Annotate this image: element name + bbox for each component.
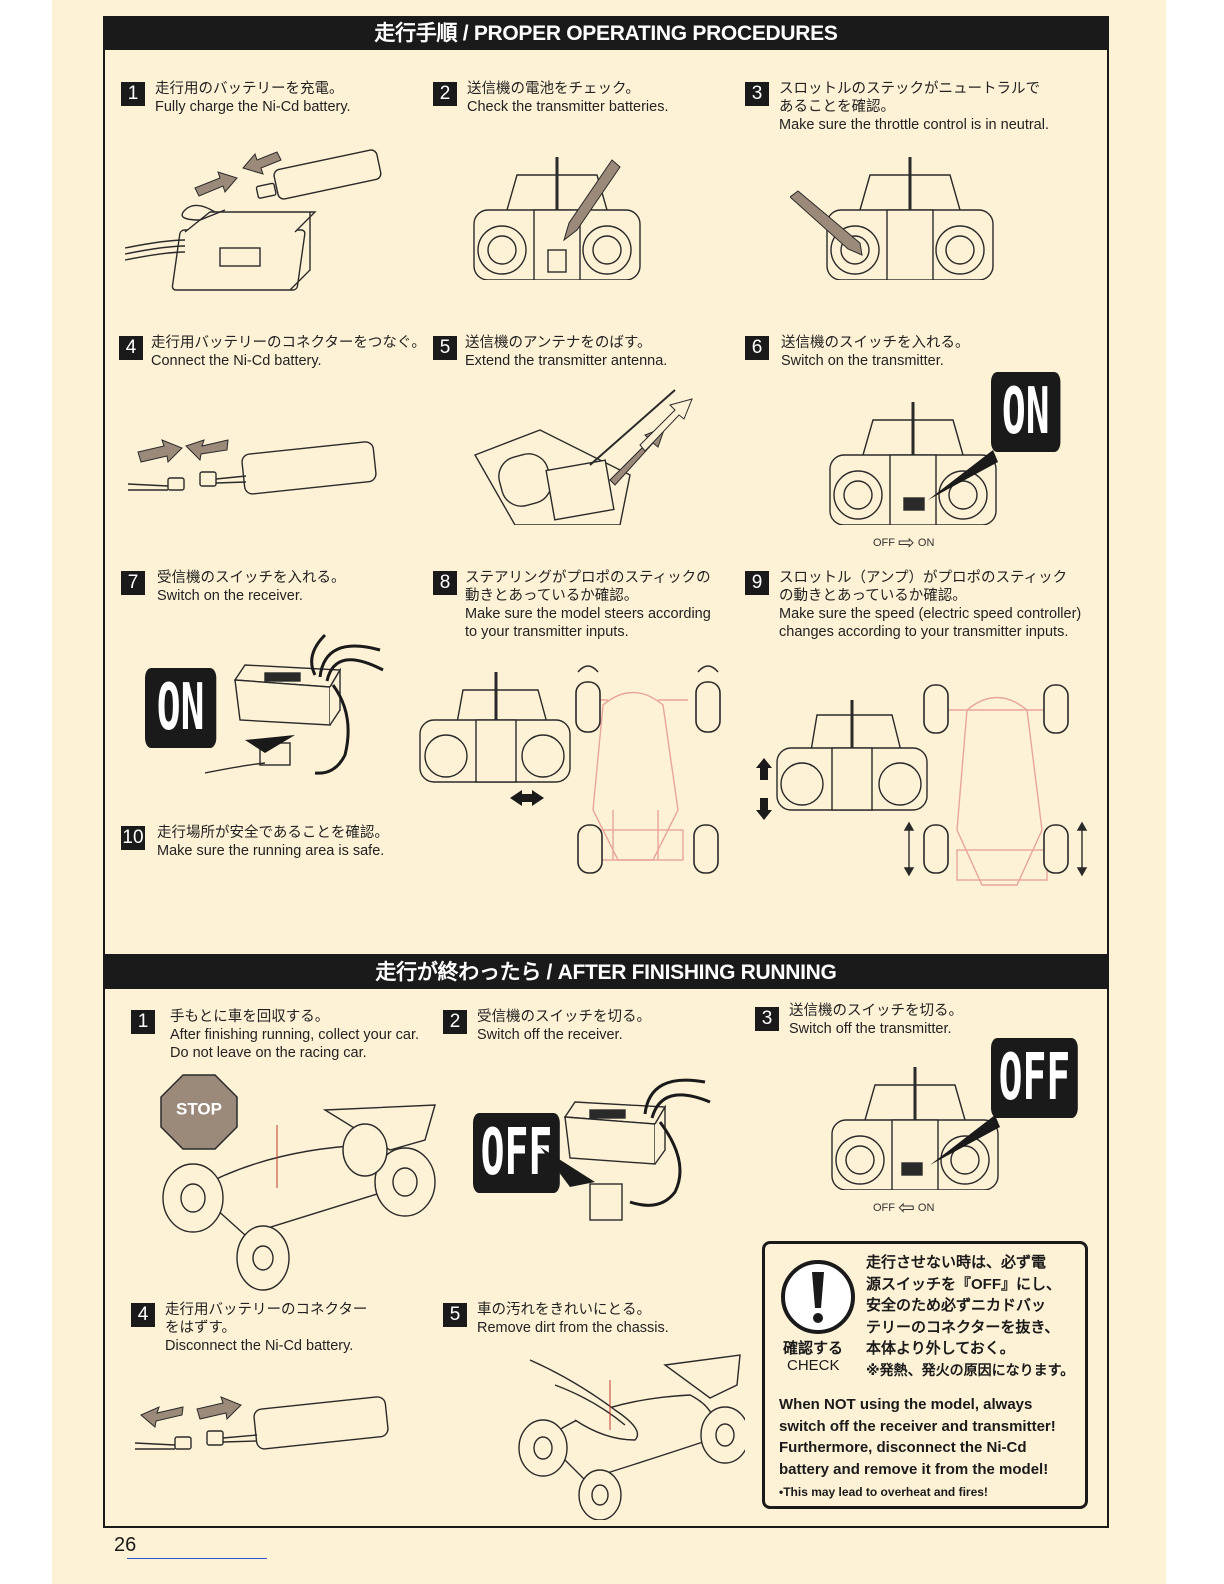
- step-jp: 走行場所が安全であることを確認。: [157, 825, 389, 841]
- collect-car-illustration: STOP: [160, 1074, 436, 1291]
- off-on-switch-indicator: OFF ⇨ ON: [873, 530, 934, 555]
- step-en: Fully charge the Ni-Cd battery.: [155, 99, 351, 115]
- page-number: 26: [114, 1534, 137, 1556]
- notice-jp-line: テリーのコネクターを抜き、: [866, 1318, 1060, 1336]
- step-en: Make sure the throttle control is in neu…: [779, 117, 1049, 133]
- check-jp-label: 確認する: [783, 1340, 844, 1357]
- right-arrow-icon: ⇨: [898, 532, 915, 554]
- step-en: Switch on the transmitter.: [781, 353, 944, 369]
- step-jp: 送信機の電池をチェック。: [467, 81, 640, 97]
- switch-off-label: OFF: [873, 537, 895, 549]
- notice-en-line: battery and remove it from the model!: [779, 1460, 1049, 1478]
- step-jp: 車の汚れをきれいにとる。: [477, 1302, 651, 1318]
- step-en-line1: Make sure the speed (electric speed cont…: [779, 606, 1082, 622]
- notice-jp-text: 走行させない時は、必ず電 源スイッチを『OFF』にし、 安全のため必ずニカドバッ…: [866, 1252, 1074, 1381]
- step-en: Disconnect the Ni-Cd battery.: [165, 1338, 354, 1354]
- step-number: 1: [131, 1010, 155, 1034]
- switch-on-label: ON: [917, 537, 935, 549]
- switch-off-label: OFF: [873, 1202, 895, 1214]
- step-number: 1: [121, 82, 145, 106]
- clean-chassis-illustration: [518, 1354, 745, 1520]
- step-number: 4: [119, 336, 143, 360]
- left-arrow-icon: ⇦: [898, 1197, 915, 1219]
- step-number: 2: [443, 1010, 467, 1034]
- step-number: 5: [433, 336, 457, 360]
- step-number: 2: [433, 82, 457, 106]
- notice-jp-line: 本体より外しておく。: [866, 1340, 1015, 1357]
- off-on-switch-indicator: OFF ⇦ ON: [873, 1195, 934, 1220]
- step-number: 6: [745, 336, 769, 360]
- check-en-label: CHECK: [787, 1357, 840, 1374]
- steering-check-illustration: [419, 665, 721, 874]
- step-jp-line2: 動きとあっているか確認。: [465, 588, 639, 604]
- step-number: 8: [433, 571, 457, 595]
- notice-en-text: When NOT using the model, always switch …: [779, 1394, 1056, 1504]
- step-jp: 走行用のバッテリーを充電。: [155, 81, 344, 97]
- step-jp-line2: あることを確認。: [779, 99, 895, 115]
- switch-on-label: ON: [917, 1202, 935, 1214]
- on-badge: ON: [991, 372, 1061, 452]
- step-jp: 受信機のスイッチを入れる。: [157, 570, 346, 586]
- step-en-line2: Do not leave on the racing car.: [170, 1045, 367, 1061]
- step-en: Switch off the receiver.: [477, 1027, 623, 1043]
- step-jp: 送信機のスイッチを入れる。: [781, 335, 970, 351]
- step-en: Connect the Ni-Cd battery.: [151, 353, 322, 369]
- step-en: Switch on the receiver.: [157, 588, 303, 604]
- notice-jp-line: 安全のため必ずニカドバッ: [866, 1297, 1047, 1314]
- transmitter-off-illustration: [831, 1067, 1000, 1190]
- receiver-off-illustration: [540, 1078, 711, 1221]
- step-en: Remove dirt from the chassis.: [477, 1320, 669, 1336]
- after-running-title: 走行が終わったら / AFTER FINISHING RUNNING: [105, 957, 1107, 989]
- receiver-on-illustration: [205, 633, 384, 775]
- procedures-title: 走行手順 / PROPER OPERATING PROCEDURES: [105, 18, 1107, 50]
- on-badge: ON: [145, 668, 217, 748]
- notice-en-line: When NOT using the model, always: [779, 1396, 1033, 1413]
- antenna-extend-illustration: [473, 389, 693, 525]
- notice-jp-line: 源スイッチを『OFF』にし、: [866, 1275, 1061, 1293]
- step-en: Switch off the transmitter.: [789, 1021, 952, 1037]
- step-jp-line1: 走行用バッテリーのコネクター: [165, 1302, 368, 1318]
- step-number: 3: [745, 82, 769, 106]
- step-jp-line2: の動きとあっているか確認。: [779, 588, 967, 604]
- notice-jp-line: 走行させない時は、必ず電: [866, 1254, 1047, 1271]
- link-underline: [127, 1558, 267, 1559]
- battery-connect-illustration: [128, 439, 377, 495]
- battery-charger-illustration: [125, 149, 382, 291]
- step-en: Extend the transmitter antenna.: [465, 353, 668, 369]
- step-jp: 手もとに車を回収する。: [170, 1009, 330, 1025]
- step-en-line1: Make sure the model steers according: [465, 606, 711, 622]
- notice-en-line: Furthermore, disconnect the Ni-Cd: [779, 1439, 1027, 1456]
- off-badge: OFF: [991, 1038, 1078, 1118]
- step-number: 9: [745, 571, 769, 595]
- step-number: 10: [121, 826, 145, 850]
- safety-notice: 確認する CHECK 走行させない時は、必ず電 源スイッチを『OFF』にし、 安…: [762, 1241, 1088, 1509]
- throttle-neutral-illustration: [790, 157, 994, 280]
- transmitter-on-illustration: [829, 402, 998, 525]
- step-jp-line2: をはずす。: [165, 1320, 237, 1336]
- step-en: Check the transmitter batteries.: [467, 99, 669, 115]
- notice-jp-note: ※発熱、発火の原因になります。: [866, 1361, 1075, 1378]
- step-number: 4: [131, 1303, 155, 1327]
- throttle-check-illustration: [756, 684, 1088, 886]
- step-jp: 走行用バッテリーのコネクターをつなぐ。: [151, 335, 426, 351]
- battery-disconnect-illustration: [135, 1396, 389, 1450]
- step-jp: 送信機のアンテナをのばす。: [465, 335, 652, 351]
- step-jp: 送信機のスイッチを切る。: [789, 1003, 963, 1019]
- step-jp-line1: スロットル（アンプ）がプロポのスティック: [779, 570, 1068, 586]
- step-en-line2: changes according to your transmitter in…: [779, 624, 1069, 640]
- step-number: 7: [121, 571, 145, 595]
- step-en-line2: to your transmitter inputs.: [465, 624, 629, 640]
- notice-en-note: •This may lead to overheat and fires!: [779, 1485, 988, 1499]
- step-jp-line1: ステアリングがプロポのスティックの: [465, 570, 711, 586]
- exclamation-icon: [781, 1260, 855, 1334]
- step-en: Make sure the running area is safe.: [157, 843, 385, 859]
- step-jp-line1: スロットルのステックがニュートラルで: [779, 81, 1040, 97]
- step-number: 5: [443, 1303, 467, 1327]
- transmitter-battery-illustration: [473, 157, 641, 280]
- step-en-line1: After finishing running, collect your ca…: [170, 1027, 420, 1043]
- step-number: 3: [755, 1007, 779, 1031]
- step-jp: 受信機のスイッチを切る。: [477, 1009, 651, 1025]
- stop-sign-label: STOP: [176, 1099, 222, 1118]
- notice-en-line: switch off the receiver and transmitter!: [779, 1417, 1056, 1435]
